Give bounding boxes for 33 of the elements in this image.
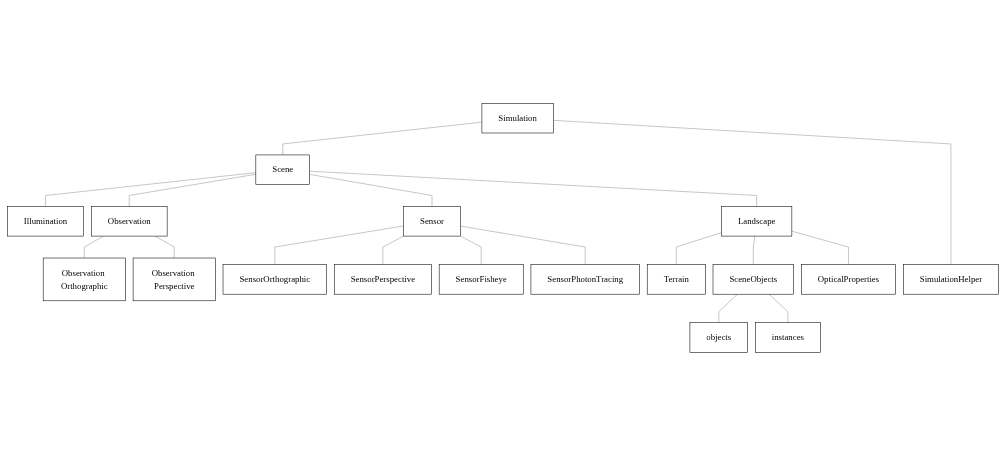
node-box: SensorPerspective: [333, 263, 432, 295]
connector: [128, 173, 256, 207]
node-box: Terrain: [646, 263, 706, 295]
node-box: SimulationHelper: [902, 263, 999, 295]
node-box: Observation Perspective: [132, 257, 216, 301]
node-box: Scene: [255, 154, 310, 185]
connector: [459, 225, 585, 265]
connector: [752, 235, 755, 265]
node-box: Observation: [90, 205, 167, 236]
connector: [308, 173, 432, 207]
connector: [154, 235, 174, 258]
node-box: SensorFisheye: [438, 263, 523, 295]
connector: [718, 293, 738, 323]
connector: [552, 119, 951, 265]
connector: [44, 172, 256, 207]
connector: [274, 225, 404, 265]
node-box: OpticalProperties: [800, 263, 896, 295]
node-box: SceneObjects: [712, 263, 794, 295]
node-box: Illumination: [6, 205, 84, 236]
connector: [83, 235, 104, 258]
connector: [308, 170, 757, 207]
connector: [768, 293, 788, 323]
node-box: Landscape: [720, 205, 792, 236]
connector: [281, 121, 482, 155]
node-box: Simulation: [481, 102, 554, 133]
node-box: Sensor: [402, 205, 461, 236]
node-box: objects: [689, 322, 748, 353]
connector: [791, 230, 849, 265]
node-box: instances: [754, 322, 821, 353]
node-box: Observation Orthographic: [42, 257, 126, 301]
node-box: SensorPhotonTracing: [530, 263, 640, 295]
node-box: SensorOrthographic: [222, 263, 327, 295]
connector: [675, 231, 722, 265]
